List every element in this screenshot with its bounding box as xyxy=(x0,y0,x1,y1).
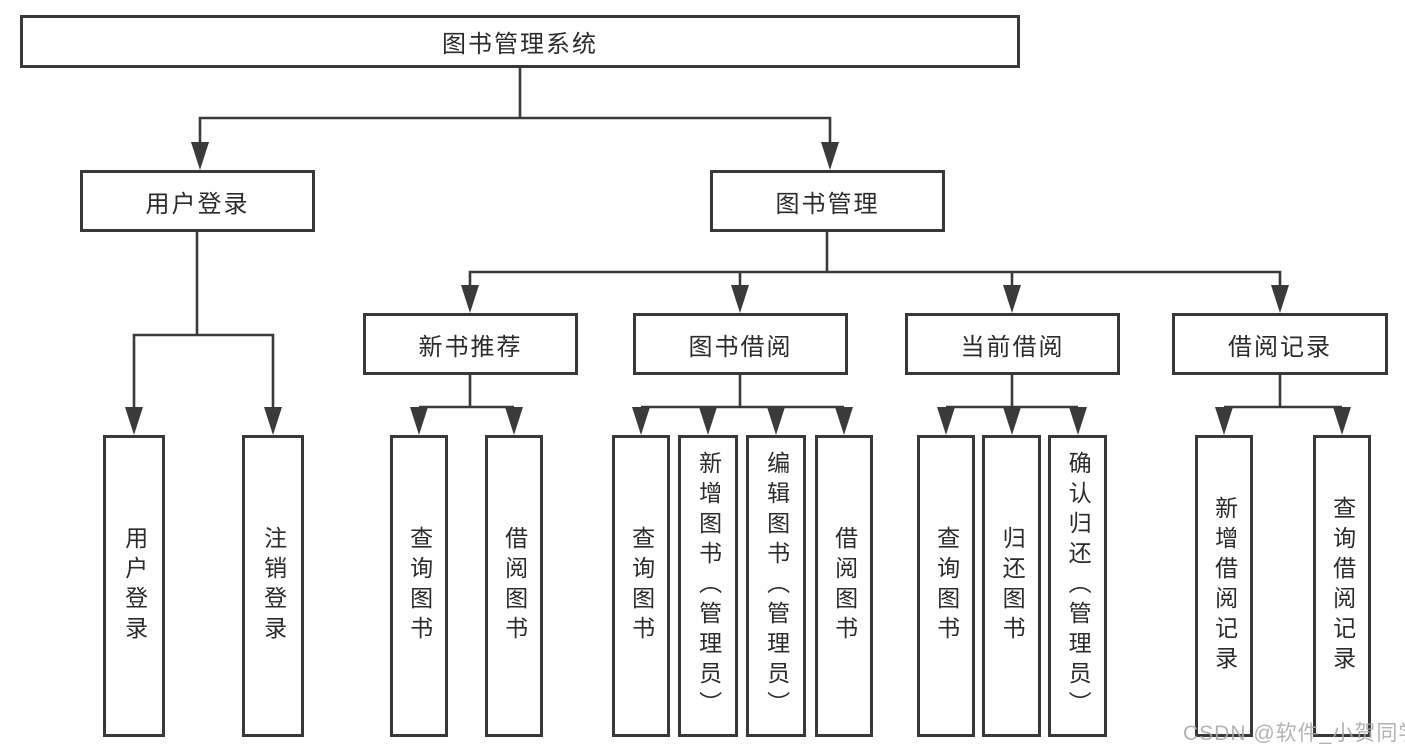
connector-book-management xyxy=(461,232,1289,313)
node-user-login: 用户登录 xyxy=(80,170,315,232)
leaf-query-books-1: 查询图书 xyxy=(390,435,448,737)
node-borrow-record: 借阅记录 xyxy=(1172,313,1388,375)
node-label: 新增借阅记录 xyxy=(1211,496,1238,676)
leaf-borrow-books-1: 借阅图书 xyxy=(485,435,543,737)
node-book-management: 图书管理 xyxy=(710,170,945,232)
node-label: 注销登录 xyxy=(260,526,287,646)
node-label: 借阅记录 xyxy=(1228,333,1332,361)
leaf-user-login: 用户登录 xyxy=(103,435,165,737)
node-current-borrow: 当前借阅 xyxy=(905,313,1120,375)
leaf-confirm-return-admin: 确认归还（管理员） xyxy=(1048,435,1107,737)
node-label: 归还图书 xyxy=(999,526,1026,646)
node-label: 查询图书 xyxy=(933,526,960,646)
connector-new-book-recommend xyxy=(410,375,523,435)
node-label: 查询图书 xyxy=(406,526,433,646)
connector-current-borrow xyxy=(937,375,1087,435)
leaf-return-books: 归还图书 xyxy=(982,435,1041,737)
leaf-add-books-admin: 新增图书（管理员） xyxy=(678,435,738,737)
node-label: 当前借阅 xyxy=(960,333,1065,361)
node-label: 确认归还（管理员） xyxy=(1065,451,1092,721)
connector-root xyxy=(191,68,839,170)
connector-borrow-record xyxy=(1215,375,1351,435)
leaf-borrow-books-2: 借阅图书 xyxy=(815,435,873,737)
node-label: 新增图书（管理员） xyxy=(695,451,722,721)
node-label: 借阅图书 xyxy=(501,526,528,646)
leaf-query-books-3: 查询图书 xyxy=(917,435,975,737)
leaf-logout: 注销登录 xyxy=(242,435,304,737)
node-label: 图书管理系统 xyxy=(442,31,598,58)
node-label: 查询借阅记录 xyxy=(1329,496,1356,676)
node-label: 图书管理 xyxy=(775,190,880,218)
node-label: 用户登录 xyxy=(145,190,250,218)
node-label: 新书推荐 xyxy=(418,333,523,361)
node-label: 用户登录 xyxy=(121,526,148,646)
node-new-book-recommend: 新书推荐 xyxy=(363,313,578,375)
leaf-query-borrow-record: 查询借阅记录 xyxy=(1313,435,1371,737)
node-book-borrow: 图书借阅 xyxy=(633,313,848,375)
connector-book-borrow xyxy=(632,375,853,435)
leaf-add-borrow-record: 新增借阅记录 xyxy=(1195,435,1253,737)
connector-user-login xyxy=(125,232,282,435)
leaf-query-books-2: 查询图书 xyxy=(612,435,670,737)
node-root-system: 图书管理系统 xyxy=(20,15,1020,68)
node-label: 查询图书 xyxy=(628,526,655,646)
leaf-edit-books-admin: 编辑图书（管理员） xyxy=(746,435,806,737)
node-label: 图书借阅 xyxy=(688,333,793,361)
csdn-watermark: CSDN @软件_小贺同学 xyxy=(1183,722,1405,745)
node-label: 借阅图书 xyxy=(831,526,858,646)
node-label: 编辑图书（管理员） xyxy=(763,451,790,721)
